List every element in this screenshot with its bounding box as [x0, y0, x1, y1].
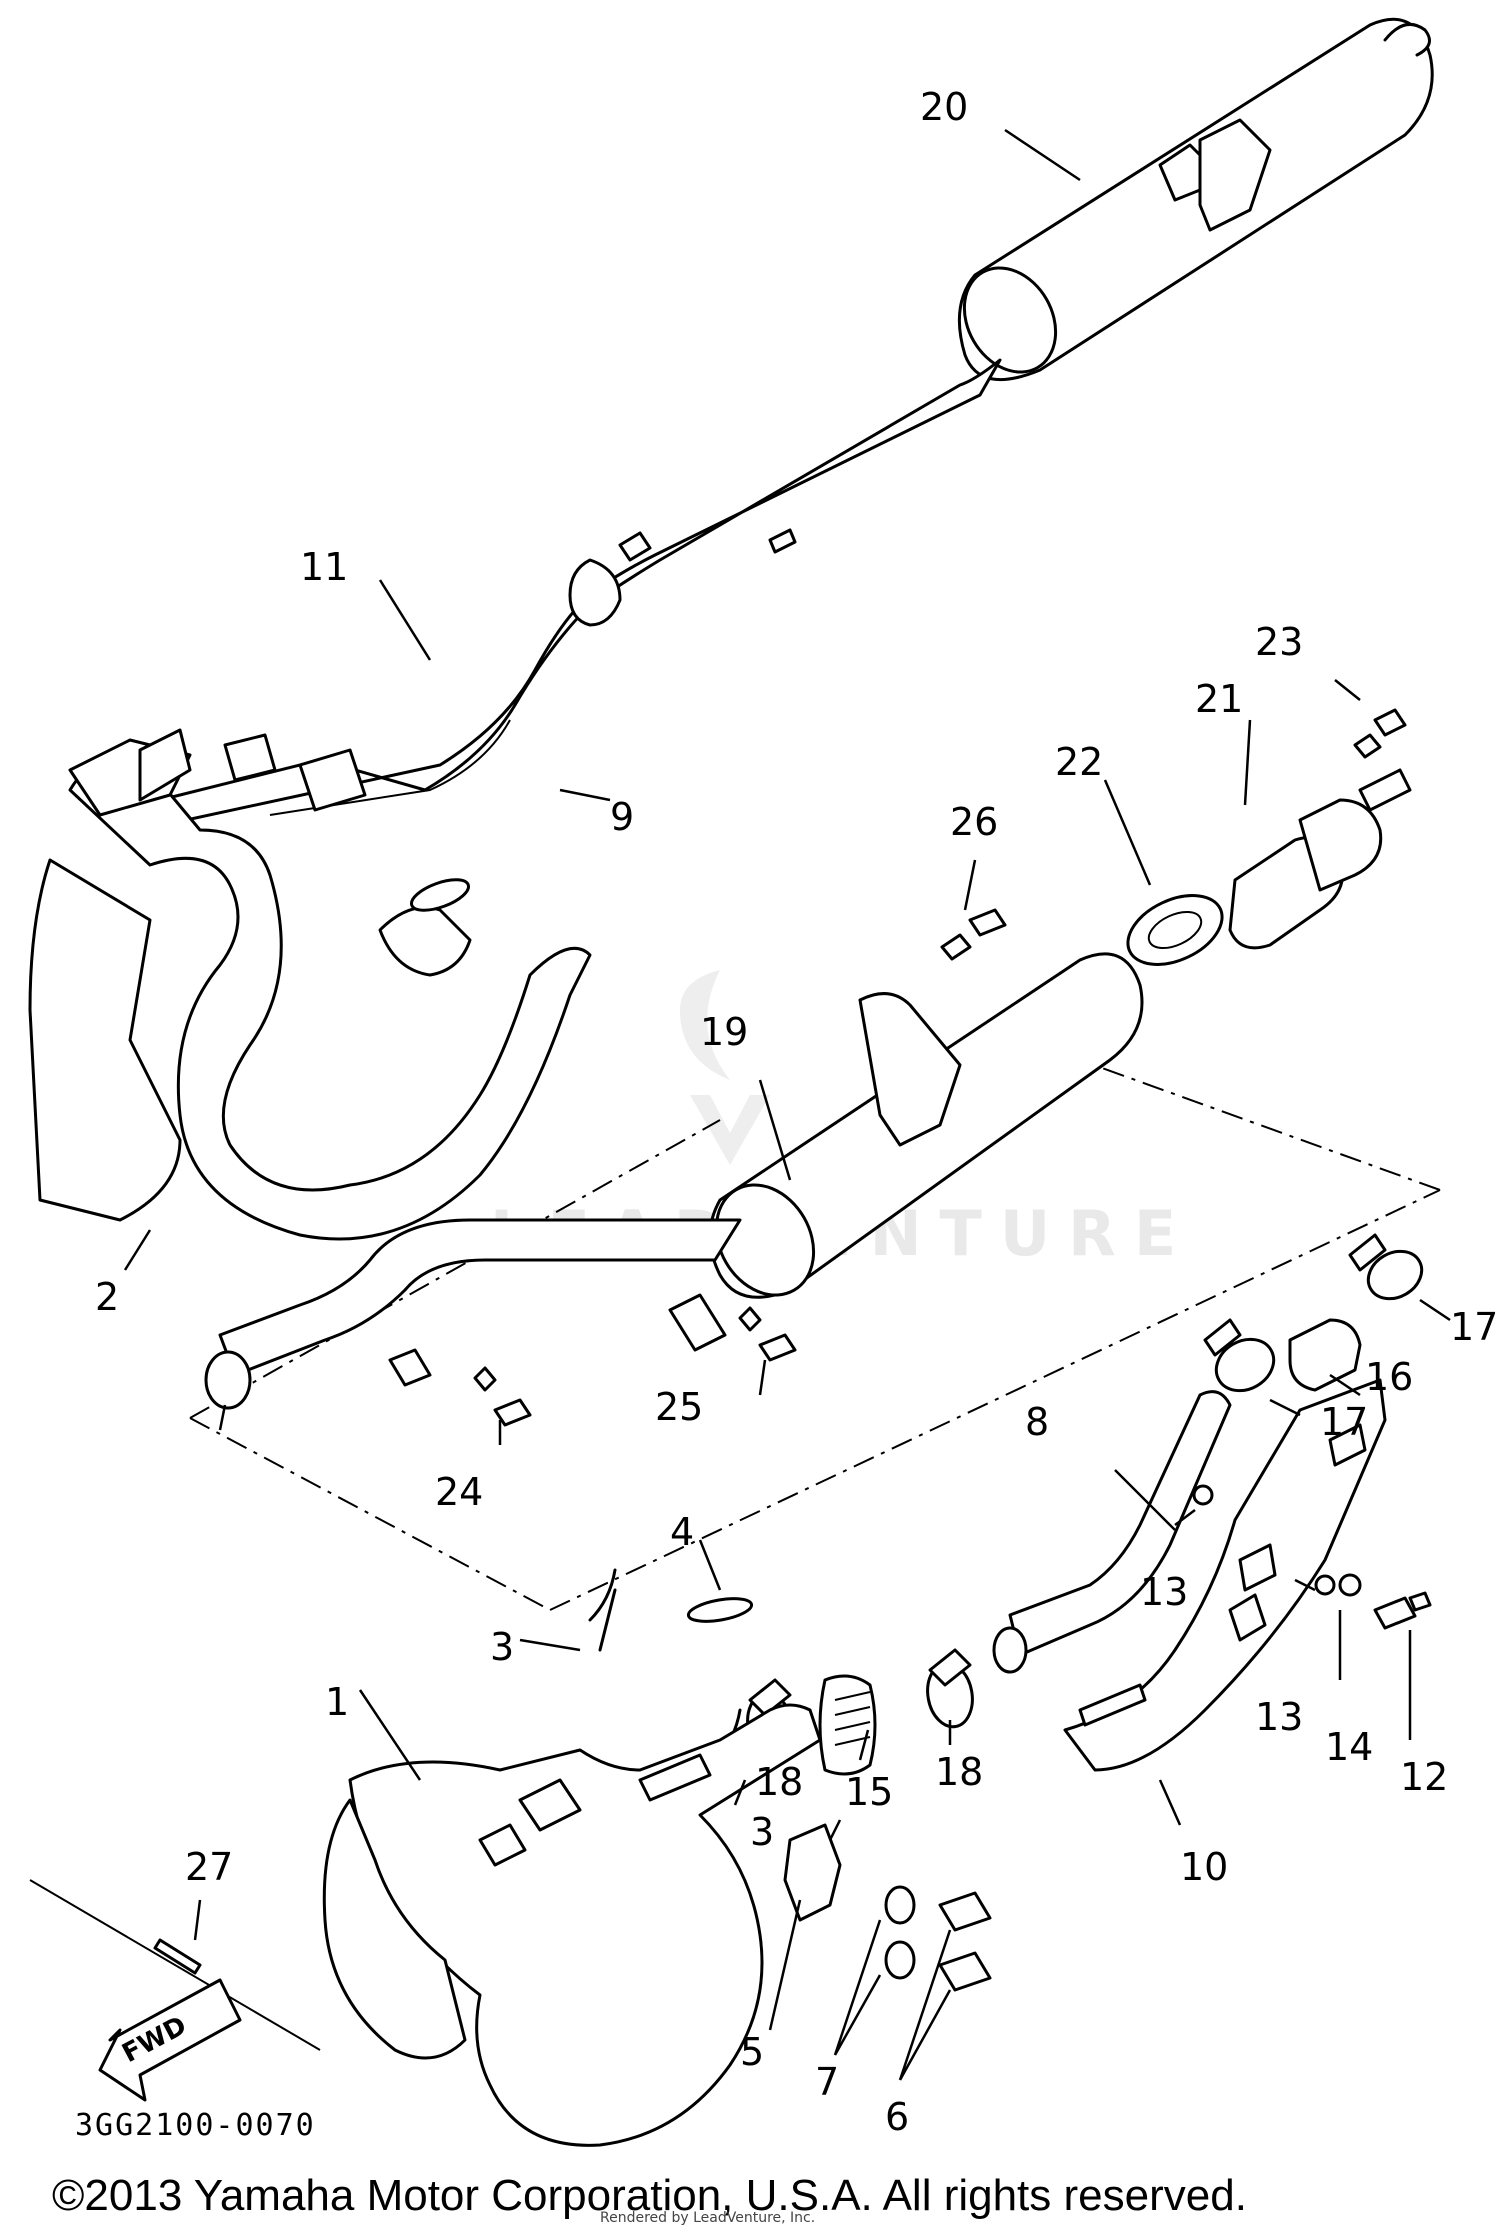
- silencer-20: [957, 17, 1434, 382]
- part-code: 3GG2100-0070: [75, 2108, 316, 2143]
- callout-3b: 3: [750, 1810, 774, 1854]
- callout-13a: 13: [1140, 1570, 1188, 1614]
- callout-21: 21: [1195, 677, 1243, 721]
- spring-27: [29, 1879, 321, 2051]
- callout-3a: 3: [490, 1625, 514, 1669]
- silencer-19: [204, 952, 1144, 1410]
- callout-11: 11: [300, 545, 348, 589]
- copyright-notice: ©2013 Yamaha Motor Corporation, U.S.A. A…: [52, 2171, 1247, 2220]
- callout-15: 15: [845, 1770, 893, 1814]
- callout-5: 5: [740, 2030, 764, 2074]
- callout-2: 2: [95, 1275, 119, 1319]
- callout-12: 12: [1400, 1755, 1448, 1799]
- clamp-and-guard-parts: [992, 1233, 1424, 1772]
- callout-26: 26: [950, 800, 998, 844]
- callout-10: 10: [1180, 1845, 1228, 1889]
- callout-9: 9: [610, 795, 634, 839]
- callout-24: 24: [435, 1470, 483, 1514]
- callout-labels: 1 2 3 3 4 5 6 7 8 9 10 11 12 13 13 14 15…: [95, 85, 1498, 2139]
- callout-17a: 17: [1450, 1305, 1498, 1349]
- assembly-outline: [189, 1059, 1441, 1611]
- callout-8: 8: [1025, 1400, 1049, 1444]
- callout-19: 19: [700, 1010, 748, 1054]
- callout-18b: 18: [935, 1750, 983, 1794]
- expansion-chamber-1: [322, 1703, 822, 2147]
- callout-20: 20: [920, 85, 968, 129]
- callout-7: 7: [815, 2060, 839, 2104]
- callout-1: 1: [325, 1680, 349, 1724]
- expansion-chamber-2: [28, 728, 592, 1241]
- callout-23: 23: [1255, 620, 1303, 664]
- callout-16: 16: [1365, 1355, 1413, 1399]
- callout-17b: 17: [1320, 1400, 1368, 1444]
- pipe-9-11: [138, 358, 1002, 832]
- callout-4: 4: [670, 1510, 694, 1554]
- callout-22: 22: [1055, 740, 1103, 784]
- callout-27: 27: [185, 1845, 233, 1889]
- small-parts-upper: [473, 708, 1412, 1427]
- callout-18a: 18: [755, 1760, 803, 1804]
- fwd-arrow-icon: FWD: [98, 1978, 242, 2102]
- leader-lines: [123, 128, 1451, 2081]
- fasteners-right: [1192, 1484, 1432, 1630]
- callout-13b: 13: [1255, 1695, 1303, 1739]
- callout-6: 6: [885, 2095, 909, 2139]
- callout-14: 14: [1325, 1725, 1373, 1769]
- bracket-fasteners: [783, 1823, 992, 1992]
- callout-25: 25: [655, 1385, 703, 1429]
- render-credit: Rendered by LeadVenture, Inc.: [600, 2210, 815, 2226]
